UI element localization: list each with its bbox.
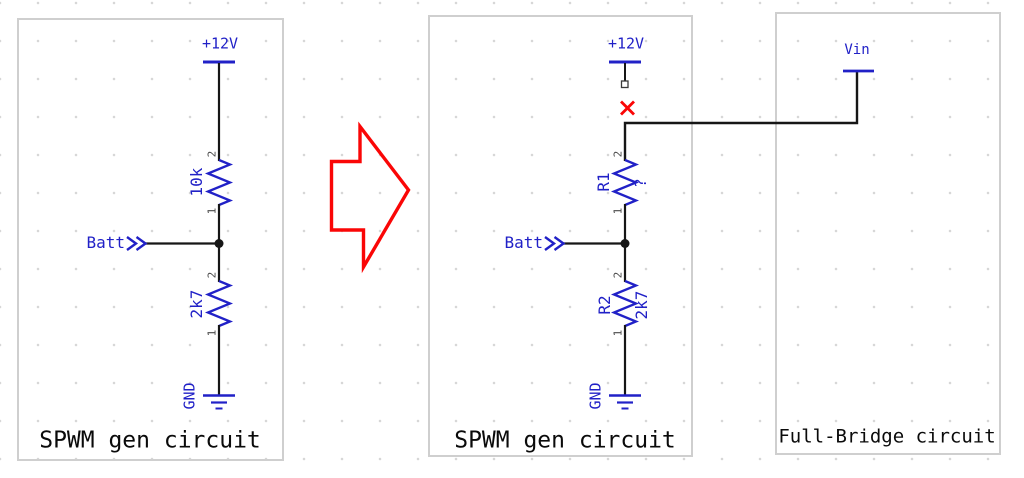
ground-label: GND: [180, 382, 199, 410]
pin-number: 1: [205, 329, 219, 337]
power-label-vin: Vin: [844, 42, 870, 58]
pin-number: 2: [205, 150, 219, 158]
transform-arrow-icon: [329, 121, 411, 274]
panel-full-bridge: [775, 12, 1001, 455]
pin-number: 2: [611, 271, 625, 279]
panel-spwm-after: [428, 15, 693, 457]
resistor-value-label: 2k7: [187, 289, 206, 319]
power-label-12v: +12V: [201, 34, 239, 53]
panel-title-full-bridge: Full-Bridge circuit: [778, 425, 996, 448]
panel-title-after: SPWM gen circuit: [454, 427, 676, 454]
pin-number: 1: [611, 329, 625, 337]
pin-number: 1: [611, 207, 625, 215]
power-label-12v: +12V: [607, 34, 645, 53]
panel-spwm-before: [17, 18, 284, 461]
resistor-ref-label: R2: [595, 295, 614, 315]
net-label-batt: Batt: [504, 233, 543, 252]
pin-number: 1: [205, 207, 219, 215]
panel-title-before: SPWM gen circuit: [39, 427, 261, 454]
pin-number: 2: [611, 150, 625, 158]
ground-label: GND: [586, 382, 605, 410]
resistor-ref-label: R1: [594, 172, 613, 192]
net-label-batt: Batt: [86, 233, 125, 252]
resistor-value-label: 10k: [187, 167, 206, 197]
resistor-value-label: 2k7: [632, 290, 651, 320]
pin-number: 2: [205, 271, 219, 279]
resistor-value-label: ?: [631, 178, 650, 188]
